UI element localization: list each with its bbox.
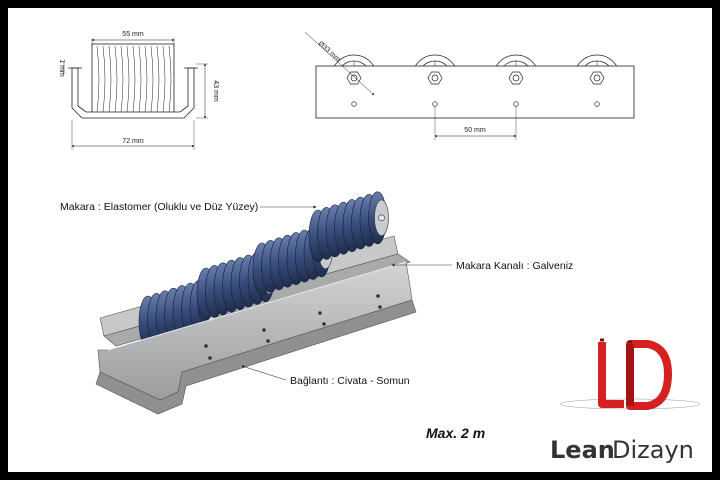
elastomer-rollers <box>138 191 389 349</box>
max-length: Max. 2 m <box>426 425 485 441</box>
drawing-sheet: 55 mm 43 mm 1 mm 72 mm <box>8 8 712 472</box>
top-holes <box>351 101 600 107</box>
side-view: 55 mm 43 mm 1 mm 72 mm <box>58 31 219 150</box>
roller-3 <box>252 224 333 296</box>
dim-spacing: 50 mm <box>464 127 486 134</box>
top-nuts <box>346 71 605 85</box>
dim-diameter: Ø33 mm <box>317 40 342 63</box>
dim-width-bottom: 72 mm <box>122 138 144 145</box>
dim-thickness: 1 mm <box>58 59 65 77</box>
dim-height: 43 mm <box>212 80 219 102</box>
hub-nut <box>378 214 385 222</box>
brand-dizayn: Dizayn <box>612 436 694 464</box>
callout-connection: Bağlantı : Civata - Somun <box>290 375 410 387</box>
callout-channel: Makara Kanalı : Galveniz <box>456 260 573 272</box>
top-view: Ø33 mm 50 mm <box>304 31 635 140</box>
side-roller-grooves <box>96 45 172 113</box>
ld-logo <box>559 338 701 410</box>
channel-holes <box>204 294 382 360</box>
brand-lean: Lean <box>550 436 615 464</box>
top-rail <box>315 65 635 119</box>
side-roller <box>91 43 175 115</box>
callout-roller: Makara : Elastomer (Oluklu ve Düz Yüzey) <box>60 201 258 213</box>
roller-4 <box>308 191 389 263</box>
technical-drawing: 55 mm 43 mm 1 mm 72 mm <box>58 31 701 464</box>
dim-width-top: 55 mm <box>122 31 144 38</box>
isometric-view <box>95 191 417 415</box>
